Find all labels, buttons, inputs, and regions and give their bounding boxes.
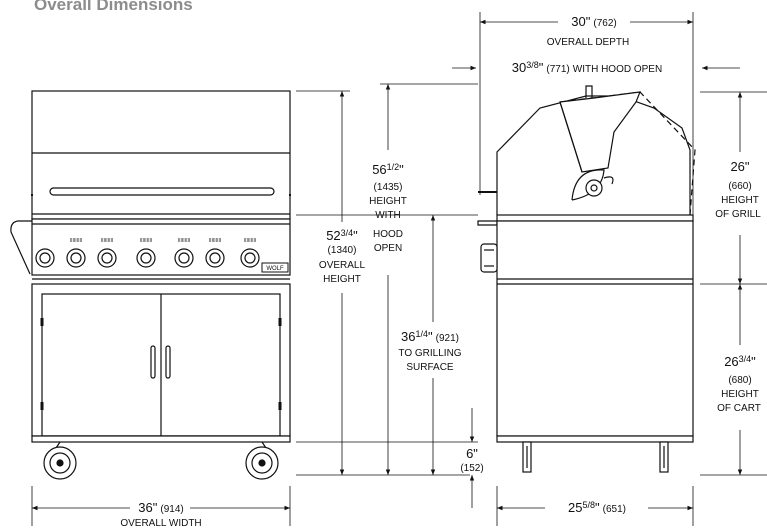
cart-depth-value: 255/8"(651) bbox=[568, 500, 626, 515]
door-handle-left bbox=[150, 345, 156, 379]
knob-1 bbox=[66, 248, 86, 268]
grilling-height-label-2: SURFACE bbox=[406, 362, 454, 373]
grill-height-label-1: HEIGHT bbox=[721, 195, 759, 206]
cart-height-value: 263/4" bbox=[724, 354, 756, 369]
control-knobs bbox=[35, 248, 260, 268]
cart-side-body bbox=[496, 220, 694, 437]
knob-igniter bbox=[35, 248, 55, 268]
grill-height-label-2: OF GRILL bbox=[715, 209, 761, 220]
overall-depth-label: OVERALL DEPTH bbox=[547, 37, 629, 48]
cart-height-metric: (680) bbox=[728, 375, 751, 386]
cart-base bbox=[31, 435, 291, 443]
knob-4 bbox=[174, 248, 194, 268]
hood-handle bbox=[49, 187, 275, 196]
caster-height-value: 6" bbox=[466, 446, 478, 461]
grill-height-value: 26" bbox=[730, 159, 749, 174]
hood-open-depth-value: 303/8"(771)WITH HOOD OPEN bbox=[512, 60, 662, 75]
caster-height-metric: (152) bbox=[460, 463, 483, 474]
hood-open-panel bbox=[559, 91, 641, 173]
front-view bbox=[10, 90, 291, 480]
overall-height-metric: (1340) bbox=[328, 245, 357, 256]
knob-label: IIIIIIIII bbox=[178, 238, 191, 244]
hood-open-height-label-1: HEIGHT bbox=[369, 196, 407, 207]
hood-open-height-label-2: WITH bbox=[375, 210, 401, 221]
knob-label: IIIIIIIII bbox=[209, 238, 222, 244]
firebox bbox=[496, 214, 694, 222]
side-view bbox=[477, 85, 696, 473]
knob-label: IIIIIIIII bbox=[101, 238, 114, 244]
knob-label: IIIIIIIII bbox=[70, 238, 83, 244]
hood-open-height-label-3: HOOD bbox=[373, 229, 403, 240]
caster-right bbox=[245, 441, 279, 480]
brand-badge bbox=[261, 262, 289, 273]
lid-handle bbox=[585, 85, 593, 98]
hood-open-height-metric: (1435) bbox=[374, 182, 403, 193]
cart-height-label-2: OF CART bbox=[717, 403, 761, 414]
door-handle-right bbox=[165, 345, 171, 379]
overall-height-value: 523/4" bbox=[326, 228, 358, 243]
knob-6 bbox=[240, 248, 260, 268]
cart-height-label-1: HEIGHT bbox=[721, 389, 759, 400]
hood-open-height-label-4: OPEN bbox=[374, 243, 402, 254]
overall-height-label-2: HEIGHT bbox=[323, 274, 361, 285]
hood-open-height-value: 561/2" bbox=[372, 162, 404, 177]
knob-2 bbox=[97, 248, 117, 268]
dimension-lines bbox=[31, 12, 767, 526]
grill-height-metric: (660) bbox=[728, 181, 751, 192]
page-title: Overall Dimensions bbox=[34, 0, 193, 14]
knob-label: IIIIIIIII bbox=[244, 238, 257, 244]
overall-width-value: 36"(914) bbox=[138, 500, 183, 515]
brand-logo: WOLF bbox=[266, 266, 284, 272]
side-burner-knob bbox=[480, 243, 498, 273]
caster-left bbox=[43, 441, 77, 480]
hood bbox=[31, 90, 291, 220]
caster-front-side bbox=[522, 441, 532, 473]
grilling-height-value: 361/4"(921) bbox=[401, 329, 459, 344]
knob-5 bbox=[205, 248, 225, 268]
knob-label: IIIIIIIII bbox=[140, 238, 153, 244]
knob-3 bbox=[136, 248, 156, 268]
grilling-height-label-1: TO GRILLING bbox=[398, 348, 461, 359]
caster-rear-side bbox=[659, 441, 669, 473]
overall-depth-value: 30"(762) bbox=[571, 14, 616, 29]
side-bracket bbox=[10, 220, 32, 275]
knob-labels: IIIIIIIII IIIIIIIII IIIIIIIII IIIIIIIII … bbox=[70, 238, 257, 244]
overall-height-label-1: OVERALL bbox=[319, 260, 366, 271]
overall-width-label: OVERALL WIDTH bbox=[120, 518, 201, 529]
